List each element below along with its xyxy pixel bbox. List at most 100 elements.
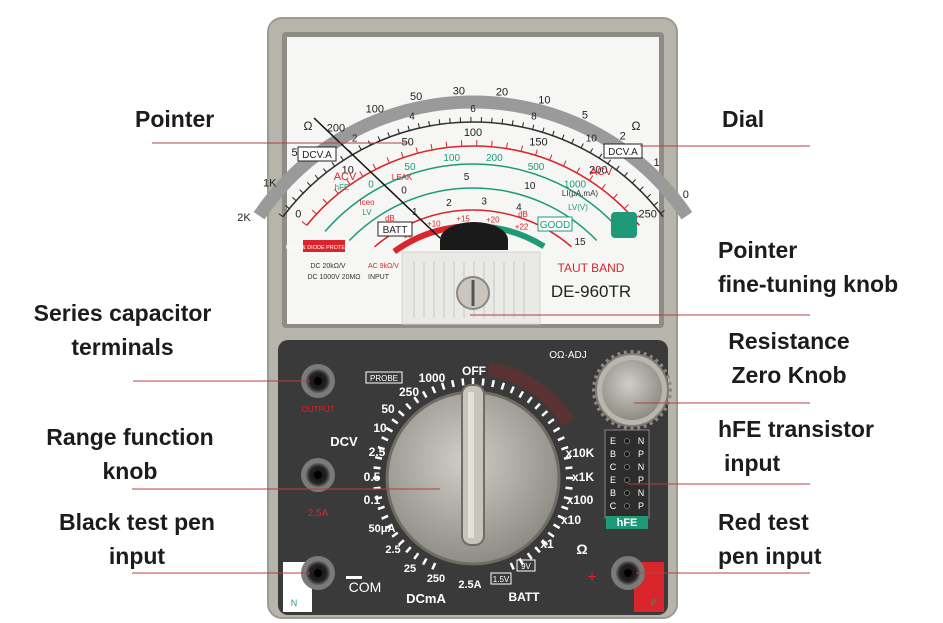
dial-tick bbox=[278, 213, 284, 218]
acv-tick-label: 500 bbox=[528, 162, 545, 173]
dcv-range-0: 1000 bbox=[419, 371, 446, 385]
plus-label: + bbox=[587, 569, 596, 586]
dial-lvv-label: LV(V) bbox=[568, 203, 588, 212]
off-label: OFF bbox=[462, 364, 486, 378]
dial-batt-label: BATT bbox=[383, 225, 408, 236]
range-ring-dash bbox=[381, 514, 389, 520]
acv-tick bbox=[322, 198, 328, 204]
hfe-badge bbox=[606, 516, 648, 529]
hfe-pin-left-1: B bbox=[610, 449, 616, 459]
li-tick-label: 15 bbox=[574, 237, 586, 248]
acv-tick bbox=[386, 157, 390, 164]
ohm-range-1: x1K bbox=[572, 470, 594, 484]
hfe-badge-label: hFE bbox=[617, 517, 638, 529]
amp-jack-hole bbox=[314, 471, 322, 479]
range-ring-dash bbox=[541, 410, 549, 417]
range-ring-dash bbox=[373, 486, 381, 490]
acv-tick bbox=[334, 188, 339, 195]
acv-tick bbox=[589, 175, 594, 181]
dial-dcva-right-box bbox=[603, 143, 643, 159]
range-ring-dash bbox=[397, 410, 405, 417]
hfe-pin-hole bbox=[624, 451, 630, 457]
acv-tick bbox=[301, 221, 308, 226]
range-ring-dash bbox=[491, 379, 496, 388]
dcma-label: DCmA bbox=[406, 591, 446, 606]
acv-tick bbox=[520, 145, 523, 152]
dcv-range-2: 50 bbox=[381, 402, 395, 416]
dial-hfe-label: hFE bbox=[335, 183, 350, 192]
pointer-pivot bbox=[440, 222, 508, 250]
acv-tick bbox=[346, 179, 351, 185]
dial-dcva-left-box bbox=[297, 146, 337, 162]
hfe-pin-right-3: P bbox=[638, 475, 644, 485]
dcv-tick-label-2: 6 bbox=[470, 104, 476, 115]
label-pointer: Pointer bbox=[135, 106, 215, 132]
output-label: OUTPUT bbox=[302, 405, 335, 414]
dial-tick bbox=[521, 122, 525, 128]
hfe-pin-hole bbox=[624, 438, 630, 444]
acv-tick-label: 1000 bbox=[564, 179, 587, 190]
range-ring-dash bbox=[385, 426, 394, 433]
range-ring-dash bbox=[565, 486, 573, 490]
dial-tick bbox=[580, 143, 584, 149]
dcv-tick-label-2: 10 bbox=[586, 133, 598, 144]
acv-tick bbox=[623, 204, 629, 210]
dial-ohm-right: Ω bbox=[632, 119, 641, 133]
ohm-tick-label: 1K bbox=[263, 177, 277, 189]
dcma-range-1: 2.5 bbox=[385, 544, 400, 556]
hfe-pin-right-0: N bbox=[638, 436, 645, 446]
dial-tick bbox=[417, 123, 420, 129]
ohm-tick-label: 100 bbox=[366, 104, 384, 116]
dial-batt-label-box bbox=[377, 221, 413, 237]
dial-good-label-box bbox=[537, 216, 573, 232]
range-ring-dash bbox=[518, 390, 525, 399]
range-ring-dash bbox=[563, 455, 572, 460]
li-tick-label: 4 bbox=[516, 203, 522, 214]
amp-jack-label: 2.5A bbox=[308, 508, 329, 519]
dial-tick bbox=[377, 136, 381, 142]
hfe-pin-hole bbox=[624, 477, 630, 483]
dcv-range-6: 0.1 bbox=[364, 493, 381, 507]
dial-lv-label: LV bbox=[362, 208, 372, 217]
ohm-tick-label: 5 bbox=[582, 109, 588, 121]
range-ring-dash bbox=[534, 402, 541, 410]
dcv-tick-label-2: 4 bbox=[409, 111, 415, 122]
range-ring-dash bbox=[421, 557, 428, 566]
range-ring-dash bbox=[561, 445, 569, 451]
range-ring-dash bbox=[374, 455, 383, 460]
range-ring-dash bbox=[381, 436, 389, 442]
dial-tick bbox=[340, 155, 344, 161]
range-ring-dash bbox=[557, 514, 565, 520]
range-ring-dash bbox=[413, 396, 420, 404]
v15-label: 1.5V bbox=[493, 575, 510, 584]
range-ring-dash bbox=[405, 546, 412, 554]
dial-tick bbox=[428, 120, 431, 127]
hfe-pin-left-0: E bbox=[610, 436, 616, 446]
acv-tick-label: 0 bbox=[368, 179, 374, 190]
range-ring-dash bbox=[391, 418, 399, 425]
acv-tick bbox=[359, 171, 364, 177]
dial-tick bbox=[331, 161, 336, 167]
dial-tick bbox=[551, 130, 555, 136]
range-ring-dash bbox=[440, 382, 446, 390]
acv-tick bbox=[505, 142, 508, 149]
hfe-pin-hole bbox=[624, 464, 630, 470]
acv-tick-label: 100 bbox=[443, 153, 460, 164]
acv-tick bbox=[613, 193, 618, 199]
dial-tick bbox=[299, 189, 304, 194]
hfe-tick-label: 0 bbox=[401, 185, 407, 196]
range-ring-dash bbox=[541, 539, 549, 546]
com-minus bbox=[346, 576, 362, 579]
acv-arc bbox=[306, 145, 640, 226]
acv-red-region bbox=[487, 362, 575, 427]
com-label: COM bbox=[349, 579, 382, 595]
dcv-label: DCV bbox=[330, 434, 358, 449]
dial-tick bbox=[292, 197, 297, 202]
dcv-tick-label-2: 2 bbox=[352, 133, 358, 144]
dcv-range-1: 250 bbox=[399, 385, 419, 399]
v15-box bbox=[490, 572, 512, 585]
